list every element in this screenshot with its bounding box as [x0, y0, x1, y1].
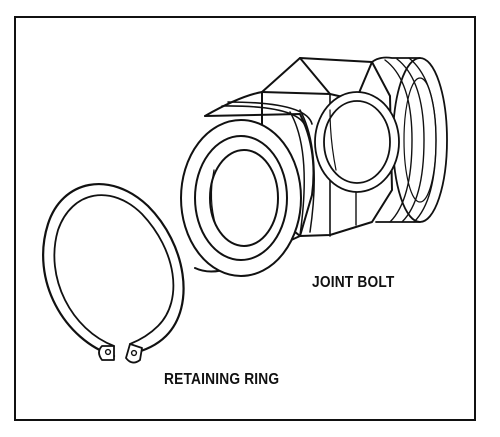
- retaining-ring-drawing: [42, 183, 185, 364]
- joint-bolt-label: JOINT BOLT: [312, 274, 395, 291]
- retaining-ring-label: RETAINING RING: [164, 371, 280, 388]
- hex-bore: [314, 91, 400, 193]
- joint-bolt-drawing: [180, 56, 448, 277]
- threaded-end: [371, 56, 448, 223]
- front-face: [180, 119, 302, 277]
